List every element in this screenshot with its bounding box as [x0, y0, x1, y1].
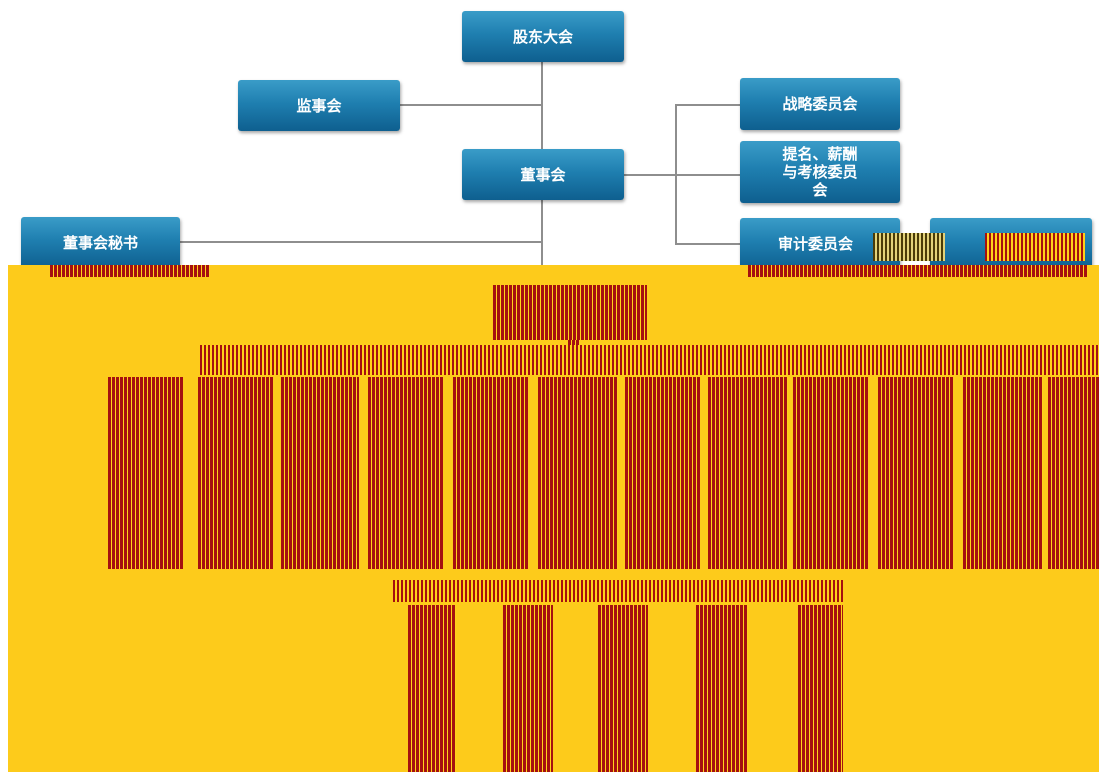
connector-audit — [675, 243, 740, 245]
glitch-artifact — [985, 233, 1085, 261]
glitch-column — [408, 605, 456, 772]
node-audit-committee: 审计委员会 — [740, 218, 900, 270]
node-board-of-directors: 董事会 — [462, 149, 624, 200]
glitch-column — [538, 377, 618, 569]
glitch-column — [281, 377, 359, 569]
connector-secretary — [180, 241, 543, 243]
glitch-block — [493, 285, 647, 340]
glitch-column — [598, 605, 648, 772]
glitch-column — [503, 605, 553, 772]
glitch-column — [793, 377, 868, 569]
glitch-column — [625, 377, 700, 569]
connector-supervisory — [400, 104, 543, 106]
connector-shareholders-to-board — [541, 62, 543, 152]
connector-board-down — [541, 200, 543, 270]
glitch-column — [696, 605, 748, 772]
glitch-bar — [200, 345, 1099, 375]
glitch-column — [108, 377, 183, 569]
glitch-column — [368, 377, 443, 569]
glitch-column — [453, 377, 528, 569]
glitch-column — [963, 377, 1043, 569]
glitch-column — [798, 605, 843, 772]
node-supervisory-board: 监事会 — [238, 80, 400, 131]
glitch-column — [878, 377, 953, 569]
glitch-block — [748, 265, 1088, 277]
garbled-render-region — [8, 265, 1099, 772]
glitch-column — [1048, 377, 1099, 569]
glitch-bar — [393, 580, 843, 602]
connector-board-to-committees — [624, 174, 676, 176]
glitch-column — [708, 377, 788, 569]
connector-nomination — [675, 174, 740, 176]
node-board-secretary: 董事会秘书 — [21, 217, 180, 268]
connector-strategy — [675, 104, 740, 106]
glitch-artifact — [873, 233, 945, 261]
node-shareholders-meeting: 股东大会 — [462, 11, 624, 62]
node-strategy-committee: 战略委员会 — [740, 78, 900, 130]
glitch-block — [50, 265, 210, 277]
glitch-column — [198, 377, 273, 569]
node-nomination-committee: 提名、薪酬与考核委员会 — [740, 141, 900, 203]
